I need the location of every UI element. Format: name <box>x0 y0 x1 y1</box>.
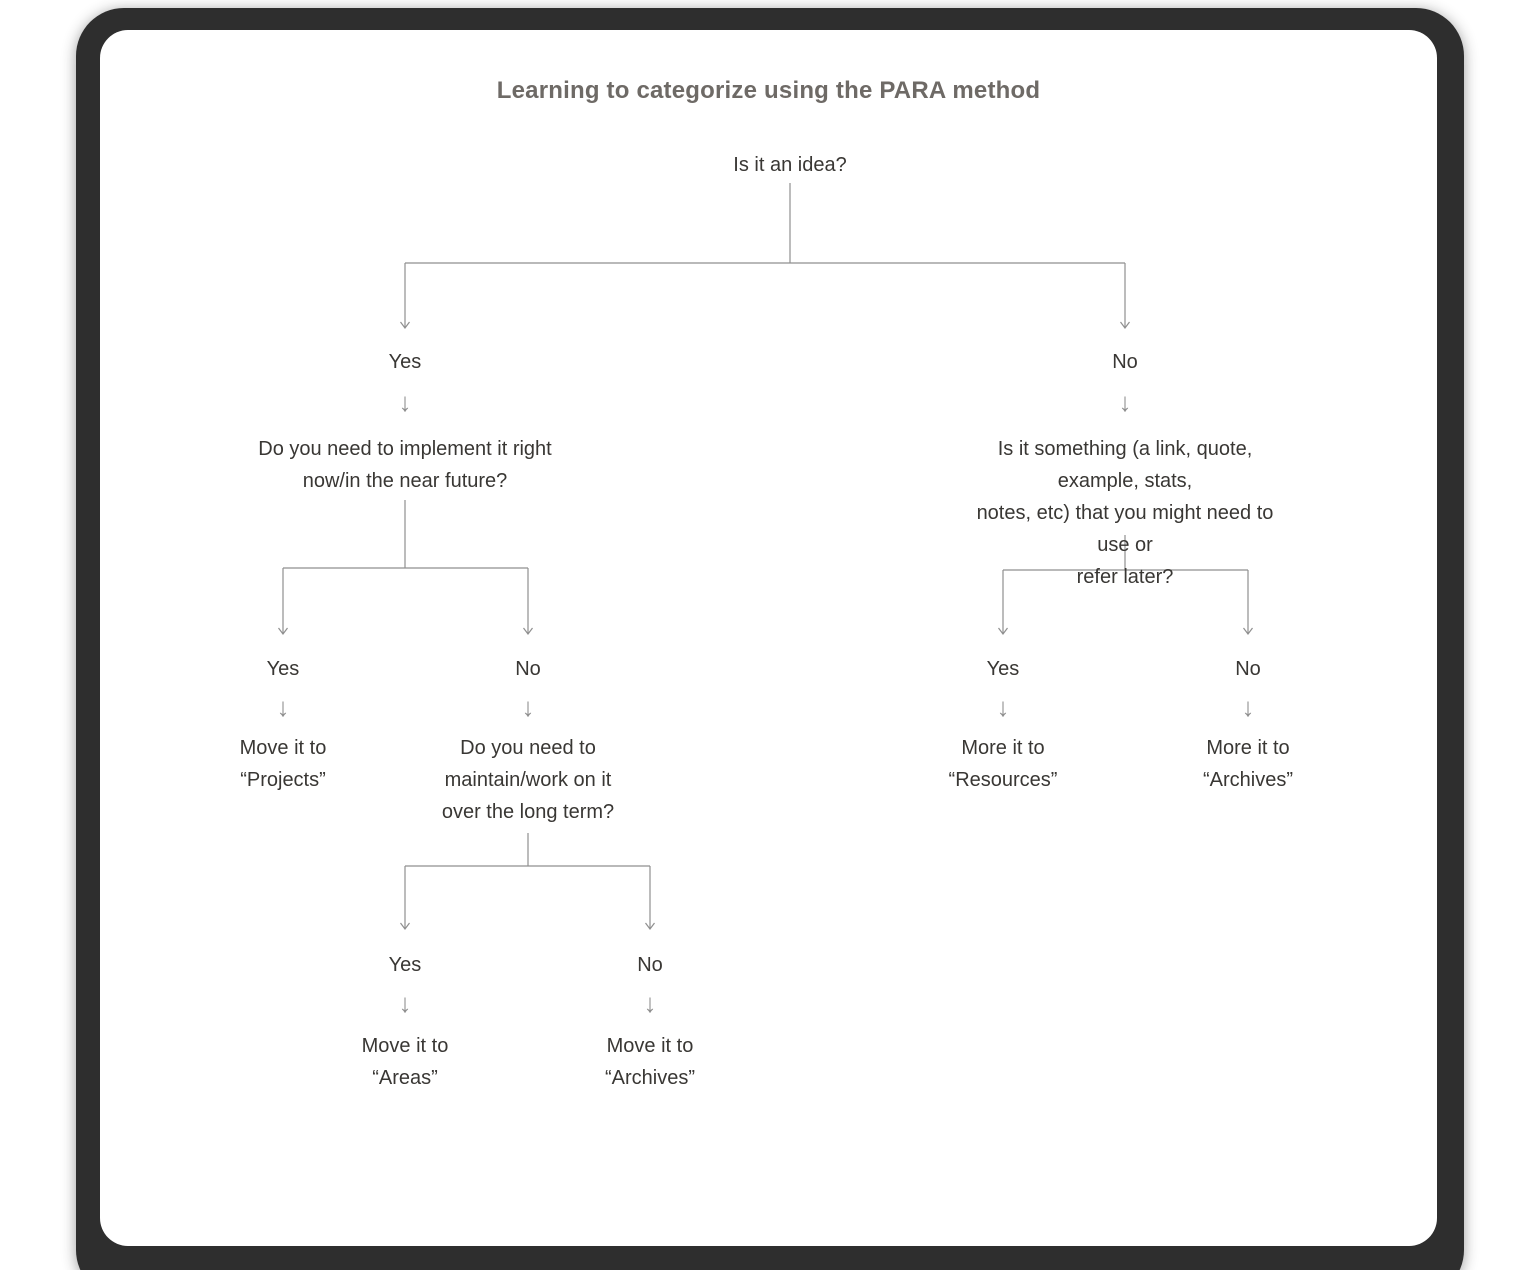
connector-lines <box>278 183 1253 930</box>
down-arrow-icon: ↓ <box>643 988 657 1018</box>
branch-label-implement-no: No <box>515 658 541 680</box>
result-move-to-projects: Move it to “Projects” <box>239 737 327 791</box>
down-arrow-icon: ↓ <box>1241 692 1255 722</box>
branch-label-idea-no: No <box>1112 351 1138 373</box>
question-implement-now: Do you need to implement it right now/in… <box>258 438 552 492</box>
question-refer-later: Is it something (a link, quote, example,… <box>976 438 1274 588</box>
device-frame: Learning to categorize using the PARA me… <box>76 8 1464 1270</box>
down-arrow-icon: ↓ <box>521 692 535 722</box>
branch-label-implement-yes: Yes <box>266 658 300 680</box>
question-maintain-long-term: Do you need to maintain/work on it over … <box>441 737 615 823</box>
branch-label-idea-yes: Yes <box>388 351 422 373</box>
result-more-to-resources: More it to “Resources” <box>948 737 1058 791</box>
down-arrow-icon: ↓ <box>996 692 1010 722</box>
down-arrow-icon: ↓ <box>398 387 412 417</box>
diagram-title: Learning to categorize using the PARA me… <box>496 77 1041 104</box>
flowchart-card: Learning to categorize using the PARA me… <box>100 30 1437 1246</box>
down-arrow-icon: ↓ <box>276 692 290 722</box>
result-more-to-archives: More it to “Archives” <box>1202 737 1294 791</box>
branch-label-refer-yes: Yes <box>986 658 1020 680</box>
down-arrow-icon: ↓ <box>1118 387 1132 417</box>
branch-label-maintain-yes: Yes <box>388 954 422 976</box>
result-move-to-archives: Move it to “Archives” <box>604 1035 696 1089</box>
question-is-it-an-idea: Is it an idea? <box>733 154 847 176</box>
result-move-to-areas: Move it to “Areas” <box>361 1035 449 1089</box>
branch-label-maintain-no: No <box>637 954 663 976</box>
down-arrow-icon: ↓ <box>398 988 412 1018</box>
branch-label-refer-no: No <box>1235 658 1261 680</box>
